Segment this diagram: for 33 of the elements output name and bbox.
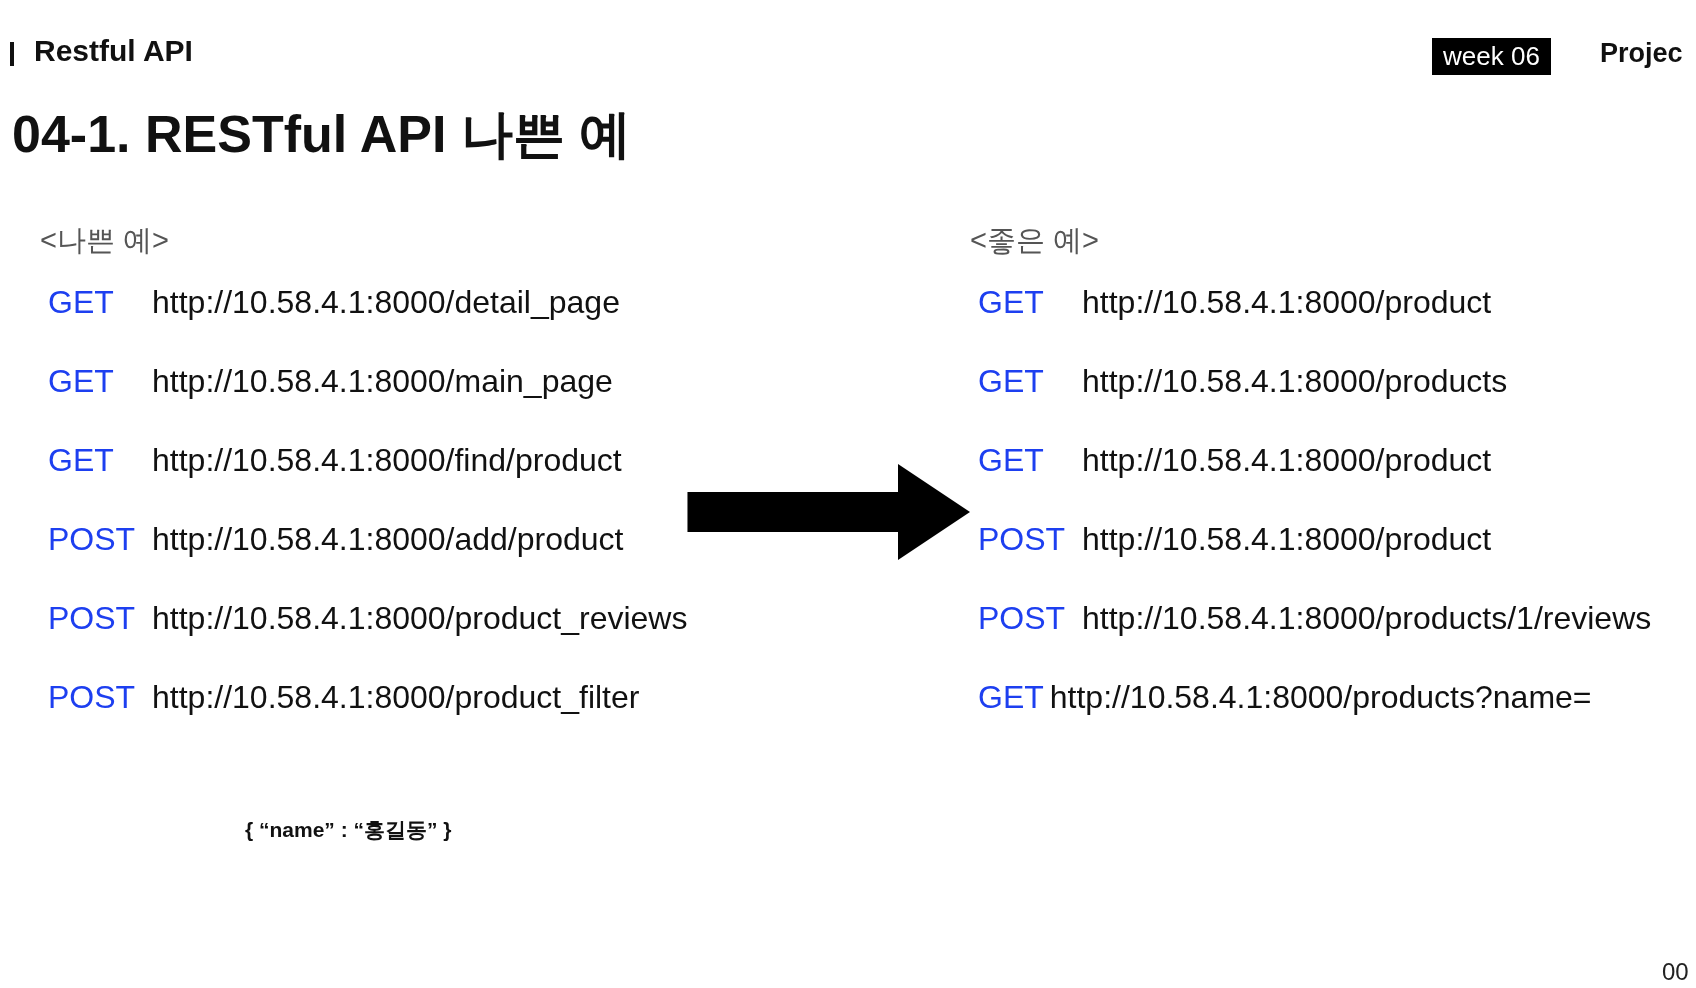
http-method: GET (48, 441, 115, 480)
url-text: http://10.58.4.1:8000/product (1082, 442, 1492, 478)
url-text: http://10.58.4.1:8000/product_filter (152, 679, 640, 715)
url-text: http://10.58.4.1:8000/product (1082, 521, 1492, 557)
http-method: POST (978, 520, 1067, 559)
http-method: POST (48, 599, 137, 638)
section-heading: <나쁜 예> (40, 223, 170, 258)
url-text: http://10.58.4.1:8000/add/product (152, 521, 624, 557)
url-text: http://10.58.4.1:8000/product_reviews (152, 600, 688, 636)
url-text: http://10.58.4.1:8000/main_page (152, 363, 613, 399)
slide-title: 04-1. RESTful API 나쁜 예 (12, 104, 632, 165)
json-snippet: { “name” : “홍길동” } (245, 817, 453, 843)
url-text: http://10.58.4.1:8000/products (1082, 363, 1508, 399)
http-method: GET (978, 441, 1045, 480)
url-text: http://10.58.4.1:8000/products/1/reviews (1082, 600, 1652, 636)
url-text: http://10.58.4.1:8000/products?name= (1049, 679, 1592, 715)
week-tag: week 06 (1432, 38, 1551, 75)
section-heading: <좋은 예> (970, 223, 1100, 258)
url-text: http://10.58.4.1:8000/find/product (152, 442, 622, 478)
section-label: Restful API (34, 34, 193, 68)
page-number: 00 (1662, 958, 1689, 986)
header-text: Projec (1600, 38, 1683, 69)
block-arrow (687, 464, 970, 560)
http-method: POST (48, 520, 137, 559)
http-method: POST (978, 599, 1067, 638)
http-method: GET (978, 283, 1045, 322)
url-text: http://10.58.4.1:8000/product (1082, 284, 1492, 320)
http-method: GET (978, 362, 1045, 401)
http-method: GET (978, 678, 1044, 717)
http-method: GET (48, 283, 115, 322)
http-method: POST (48, 678, 137, 717)
http-method: GET (48, 362, 115, 401)
url-text: http://10.58.4.1:8000/detail_page (152, 284, 620, 320)
